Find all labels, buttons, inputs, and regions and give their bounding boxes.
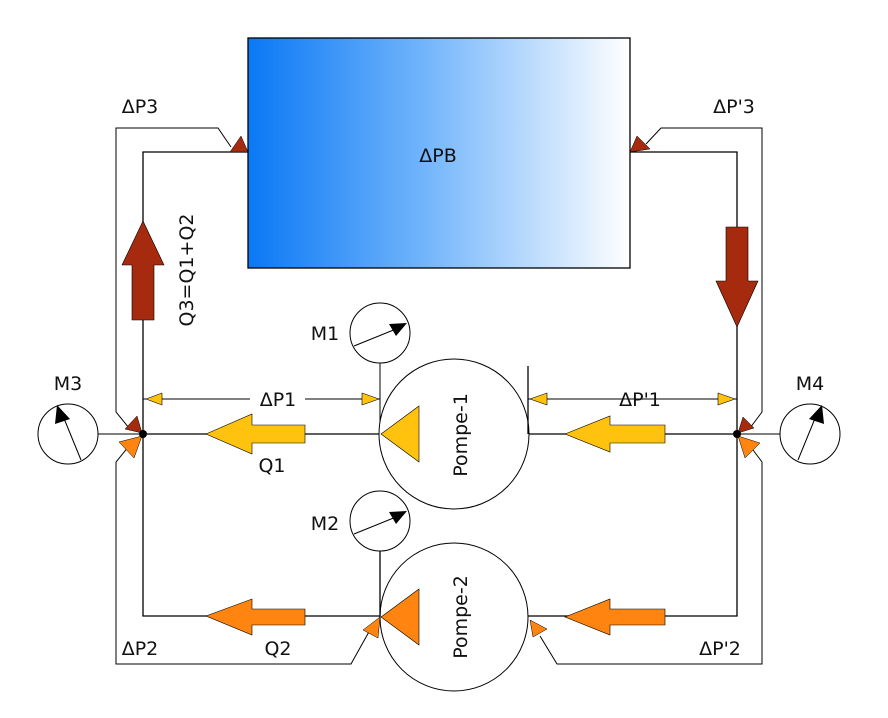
- dp2-measure-line: [115, 445, 371, 665]
- m3-dial: [37, 403, 99, 465]
- dp1-prime-arrowhead-left: [529, 392, 548, 406]
- m1-label: M1: [311, 323, 339, 345]
- m3-q2-tap-arrow: [118, 435, 143, 459]
- pump-2: Pompe-2: [379, 542, 529, 692]
- dp3-prime-label: ΔP'3: [713, 96, 755, 118]
- m4-q2-tap-arrow: [737, 435, 761, 459]
- dp3-tap-arrow: [229, 135, 249, 153]
- pump-1: Pompe-1: [378, 358, 530, 510]
- pump2-label: Pompe-2: [450, 575, 472, 659]
- gauge-m4: M4: [737, 373, 841, 465]
- block-label: ΔPB: [419, 145, 457, 167]
- q2-flow-arrow-left: [205, 598, 306, 636]
- dp3-measure-line: [115, 127, 232, 429]
- pump1-direction-triangle: [380, 405, 420, 463]
- gauge-m2: M2: [311, 490, 411, 552]
- m4-needle: [797, 415, 817, 461]
- q1-flow-arrow-left: [205, 413, 306, 455]
- dp2-prime-label: ΔP'2: [699, 638, 741, 660]
- m2-dial: [349, 490, 411, 552]
- q1-inlet-flow-arrow: [564, 415, 666, 453]
- m3-needle-tip: [55, 405, 70, 424]
- block-rect: [247, 37, 631, 269]
- gauge-m3: M3: [37, 373, 143, 465]
- q3-label: Q3=Q1+Q2: [176, 214, 198, 327]
- m1-dial: [349, 302, 411, 364]
- m4-dial: [779, 403, 841, 465]
- dp1-label: ΔP1: [260, 389, 297, 411]
- dp2-prime-measure-line: [539, 445, 763, 665]
- q2-label: Q2: [264, 638, 291, 660]
- dp2-label: ΔP2: [122, 638, 159, 660]
- dp3-prime-tap-arrow: [629, 135, 651, 153]
- pump1-label: Pompe-1: [450, 393, 472, 477]
- pump2-outlet-tap-arrow: [362, 616, 381, 639]
- q3-flow-arrow-up: [121, 220, 165, 321]
- m3-needle: [62, 415, 82, 461]
- m3-label: M3: [54, 373, 82, 395]
- gauge-m1: M1: [311, 302, 411, 400]
- q3-flow-arrow-down: [715, 226, 759, 328]
- m1-needle-tip: [389, 323, 407, 336]
- dp1-arrowhead-right: [361, 392, 380, 406]
- pump2-direction-triangle: [380, 588, 420, 646]
- m1-needle: [353, 328, 397, 347]
- q1-label: Q1: [258, 455, 285, 477]
- m4-needle-tip: [809, 405, 824, 424]
- m3-q3-tap-arrow: [124, 415, 143, 434]
- m4-label: M4: [796, 373, 824, 395]
- m4-q3-tap-arrow: [737, 416, 755, 434]
- dp3-prime-measure-line: [645, 127, 763, 429]
- m2-needle: [353, 516, 397, 535]
- dp3-label: ΔP3: [122, 96, 159, 118]
- m2-label: M2: [311, 513, 339, 535]
- pump1-body: [378, 358, 530, 510]
- q2-inlet-flow-arrow: [564, 598, 666, 636]
- m2-needle-tip: [389, 511, 407, 524]
- dp1-prime-arrowhead-right: [717, 392, 736, 406]
- dp1-arrowhead-left: [145, 392, 163, 406]
- pump2-inlet-tap-arrow: [529, 619, 548, 638]
- dp1-prime-label: ΔP'1: [619, 389, 661, 411]
- resistance-block: ΔPB: [247, 37, 631, 269]
